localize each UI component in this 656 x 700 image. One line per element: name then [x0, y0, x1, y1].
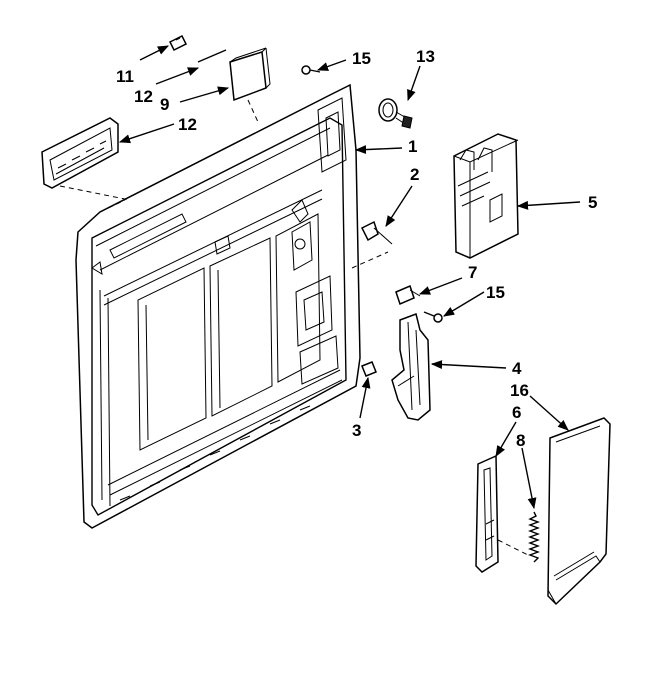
leader-lines	[118, 45, 581, 510]
handle-bracket	[41, 117, 131, 201]
part-10-clip	[168, 34, 188, 52]
callout-7: 7	[468, 263, 477, 282]
part-8-spring	[528, 511, 540, 563]
part-5-housing	[453, 133, 519, 259]
callout-2: 2	[410, 165, 419, 184]
callout-15-mid: 15	[486, 283, 505, 302]
callout-15-top: 15	[352, 49, 371, 68]
part-2-clip	[351, 220, 393, 269]
callout-labels: 11 12 9 12 15 13 1 2 5 7 15 4 3 16 6 8	[116, 47, 597, 450]
part-16-cover-panel	[547, 417, 611, 606]
part-9-cover	[229, 47, 271, 123]
callout-10: 11	[116, 67, 134, 86]
inner-door-panel	[75, 83, 361, 529]
callout-12: 12	[178, 115, 197, 134]
callout-3: 3	[352, 421, 361, 440]
callout-11: 12	[134, 87, 153, 106]
part-13-knob	[378, 98, 413, 129]
callout-1: 1	[408, 137, 417, 156]
part-15-screw-mid	[423, 311, 443, 323]
callout-5: 5	[588, 193, 597, 212]
part-7-plug	[395, 284, 421, 306]
part-11-pin	[197, 49, 227, 63]
callout-9: 9	[160, 95, 169, 114]
callout-4: 4	[512, 359, 522, 378]
callout-8: 8	[516, 431, 525, 450]
part-3-nut	[361, 361, 377, 377]
callout-13: 13	[416, 47, 435, 66]
part-6-slide	[475, 454, 531, 573]
part-4-latch	[391, 313, 431, 421]
callout-16: 16	[510, 381, 529, 400]
part-15-screw-top	[301, 65, 321, 75]
callout-6: 6	[512, 403, 521, 422]
